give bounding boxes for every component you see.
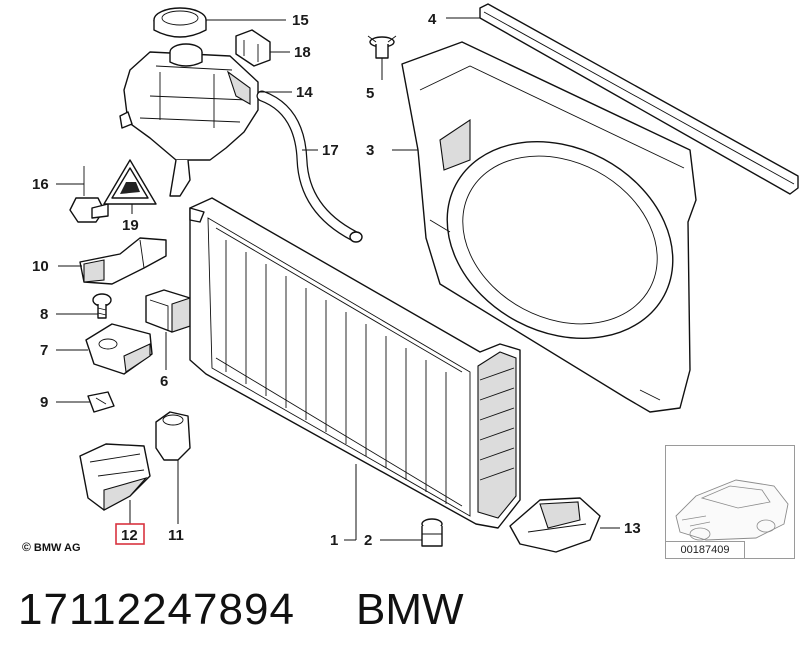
part-14-expansion-tank [119, 43, 259, 197]
vehicle-reference-thumbnail: 00187409 [665, 445, 795, 559]
label-17: 17 [322, 142, 339, 159]
brand-name: BMW [356, 585, 464, 634]
part-11-bushing [155, 411, 191, 461]
label-18: 18 [294, 44, 311, 61]
label-15: 15 [292, 12, 309, 29]
label-4: 4 [428, 11, 437, 28]
part-17-hose [256, 90, 363, 243]
copyright-note: © BMW AG [22, 540, 81, 554]
part-8-screw [92, 293, 112, 319]
label-11: 11 [168, 527, 184, 544]
label-13: 13 [624, 520, 641, 537]
leader-lines [56, 17, 620, 541]
copyright-text: BMW AG [33, 542, 81, 554]
car-silhouette-icon [675, 479, 789, 541]
label-6: 6 [160, 373, 168, 390]
label-19: 19 [122, 217, 139, 234]
part-10-bracket [79, 237, 167, 285]
label-14: 14 [296, 84, 313, 101]
part-13-air-guide [509, 497, 601, 553]
part-7-mount [85, 323, 153, 375]
reference-code: 00187409 [666, 541, 745, 558]
part-15-radiator-cap [153, 7, 207, 38]
label-16: 16 [32, 176, 49, 193]
part-12-air-duct [79, 443, 151, 511]
label-12-highlight [115, 523, 145, 545]
label-2: 2 [364, 532, 372, 549]
part-labels: 15 18 14 17 3 4 5 16 19 10 8 7 6 9 12 11… [32, 11, 641, 549]
label-5: 5 [366, 85, 374, 102]
part-16-sensor [69, 166, 109, 223]
copyright-symbol: © [22, 540, 31, 554]
part-3-fan-shroud [401, 41, 697, 413]
part-9-clip-nut [87, 391, 115, 413]
part-1-radiator [189, 197, 521, 529]
label-1: 1 [330, 532, 338, 549]
label-10: 10 [32, 258, 49, 275]
part-number: 17112247894 [18, 585, 295, 634]
part-19-warning-sticker [103, 159, 157, 205]
label-12: 12 [121, 527, 138, 544]
label-9: 9 [40, 394, 48, 411]
part-18-clip [235, 29, 271, 67]
label-3: 3 [366, 142, 374, 159]
part-5-push-clip [367, 35, 397, 59]
label-7: 7 [40, 342, 48, 359]
part-2-drain-plug [421, 518, 443, 547]
part-6-rubber-mount [145, 289, 191, 333]
label-8: 8 [40, 306, 48, 323]
